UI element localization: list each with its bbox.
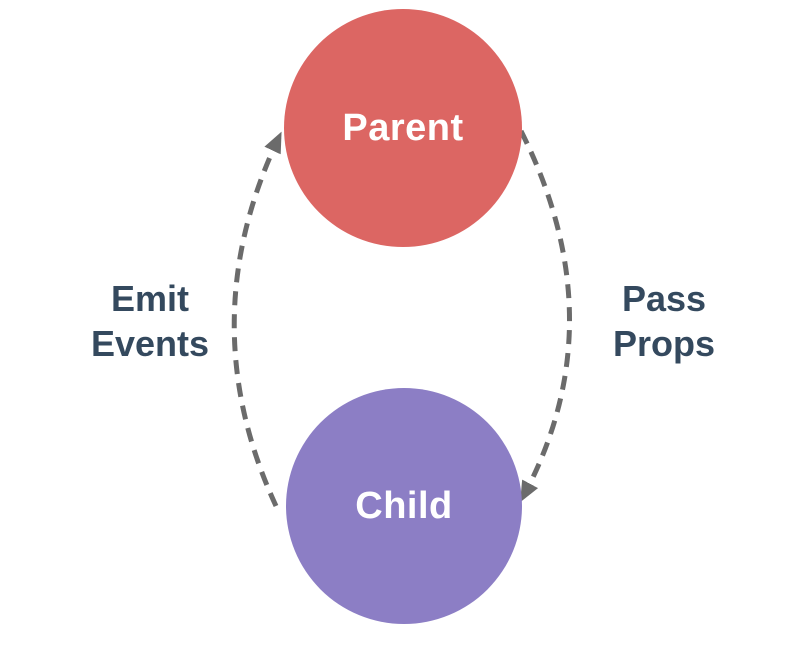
child-node: Child	[286, 388, 522, 624]
parent-node: Parent	[284, 9, 522, 247]
emit-events-label: Emit Events	[90, 278, 210, 364]
pass-props-arrow	[518, 129, 572, 503]
child-node-label: Child	[355, 484, 453, 527]
emit-events-arrow	[231, 131, 282, 508]
pass-props-label: Pass Props	[612, 278, 716, 364]
parent-node-label: Parent	[342, 106, 464, 149]
